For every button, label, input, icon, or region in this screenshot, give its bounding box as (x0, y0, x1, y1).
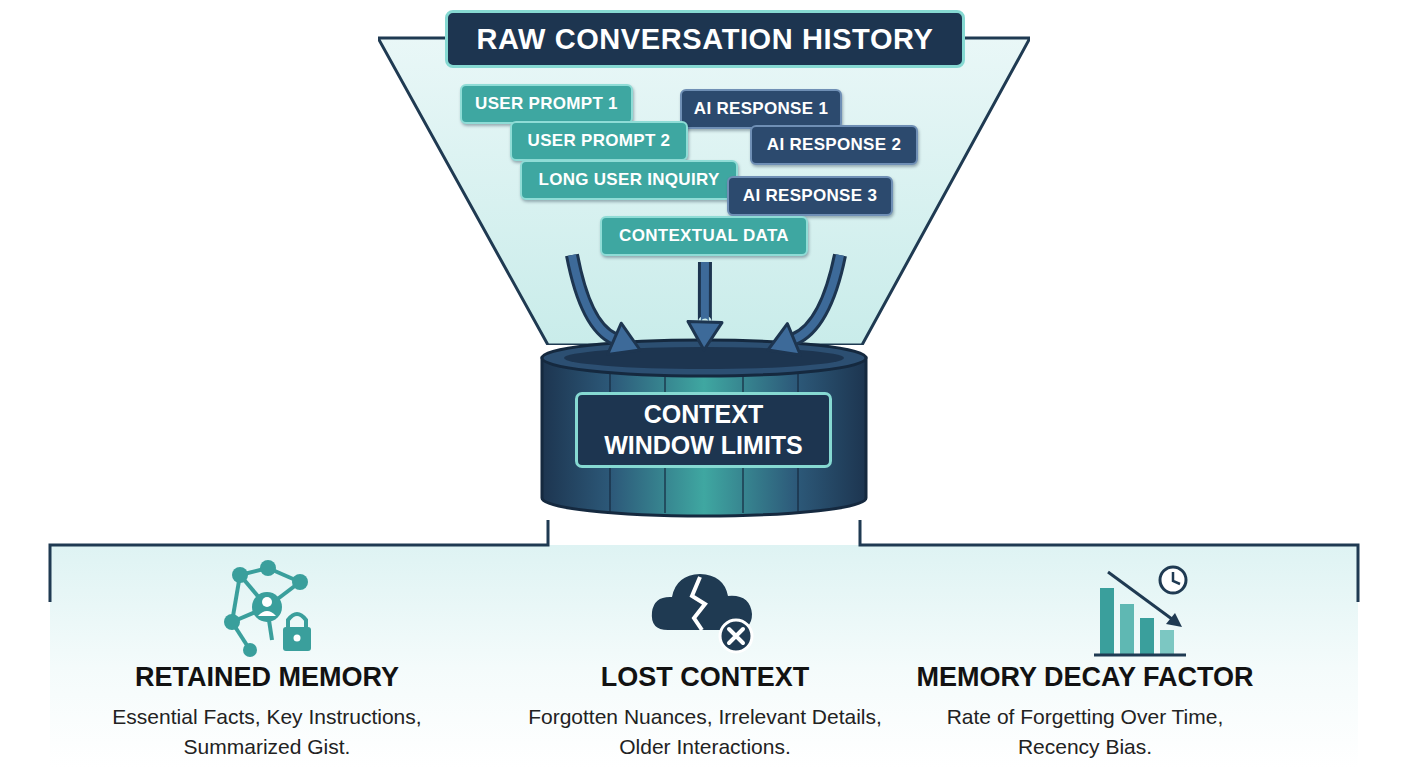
ai-response-pill: AI RESPONSE 2 (750, 125, 918, 165)
funnel-header: RAW CONVERSATION HISTORY (445, 10, 965, 68)
user-prompt-pill: USER PROMPT 1 (460, 84, 633, 124)
category-heading: MEMORY DECAY FACTOR (885, 662, 1285, 693)
category-description: Rate of Forgetting Over Time, Recency Bi… (910, 702, 1260, 762)
memory-category: MEMORY DECAY FACTOR Rate of Forgetting Ov… (885, 662, 1285, 766)
cloud-icon (652, 574, 752, 652)
user-inquiry-pill: LONG USER INQUIRY (520, 160, 738, 200)
bottom-panel (50, 545, 1358, 768)
context-limit-label: CONTEXT WINDOW LIMITS (575, 392, 832, 468)
pill-label: CONTEXTUAL DATA (619, 226, 789, 246)
category-heading: LOST CONTEXT (505, 662, 905, 693)
ai-response-pill: AI RESPONSE 1 (680, 89, 842, 129)
cylinder-top (542, 340, 866, 376)
context-window-cylinder: CONTEXT WINDOW LIMITS (540, 338, 868, 520)
pill-label: AI RESPONSE 3 (743, 186, 877, 206)
cylinder-rim (564, 347, 844, 369)
ai-response-pill: AI RESPONSE 3 (727, 176, 893, 216)
pill-label: USER PROMPT 1 (475, 94, 618, 114)
funnel-body (378, 38, 1030, 345)
memory-category: LOST CONTEXT Forgotten Nuances, Irrelevan… (505, 662, 905, 766)
decay-chart-icon (1094, 567, 1186, 655)
panel-outline (50, 520, 548, 602)
network-icon (224, 560, 311, 657)
category-heading: RETAINED MEMORY (67, 662, 467, 693)
category-description: Forgotten Nuances, Irrelevant Details, O… (520, 702, 890, 762)
memory-category: RETAINED MEMORY Essential Facts, Key Inst… (67, 662, 467, 766)
user-prompt-pill: USER PROMPT 2 (510, 121, 688, 161)
cylinder-body (542, 358, 866, 516)
pill-label: AI RESPONSE 2 (767, 135, 901, 155)
contextual-data-pill: CONTEXTUAL DATA (600, 216, 808, 256)
pill-label: AI RESPONSE 1 (694, 99, 828, 119)
category-description: Essential Facts, Key Instructions, Summa… (87, 702, 447, 762)
pill-label: USER PROMPT 2 (528, 131, 671, 151)
funnel-shape: RAW CONVERSATION HISTORY USER PROMPT 1 AI … (378, 8, 1030, 345)
pill-label: LONG USER INQUIRY (538, 170, 719, 190)
